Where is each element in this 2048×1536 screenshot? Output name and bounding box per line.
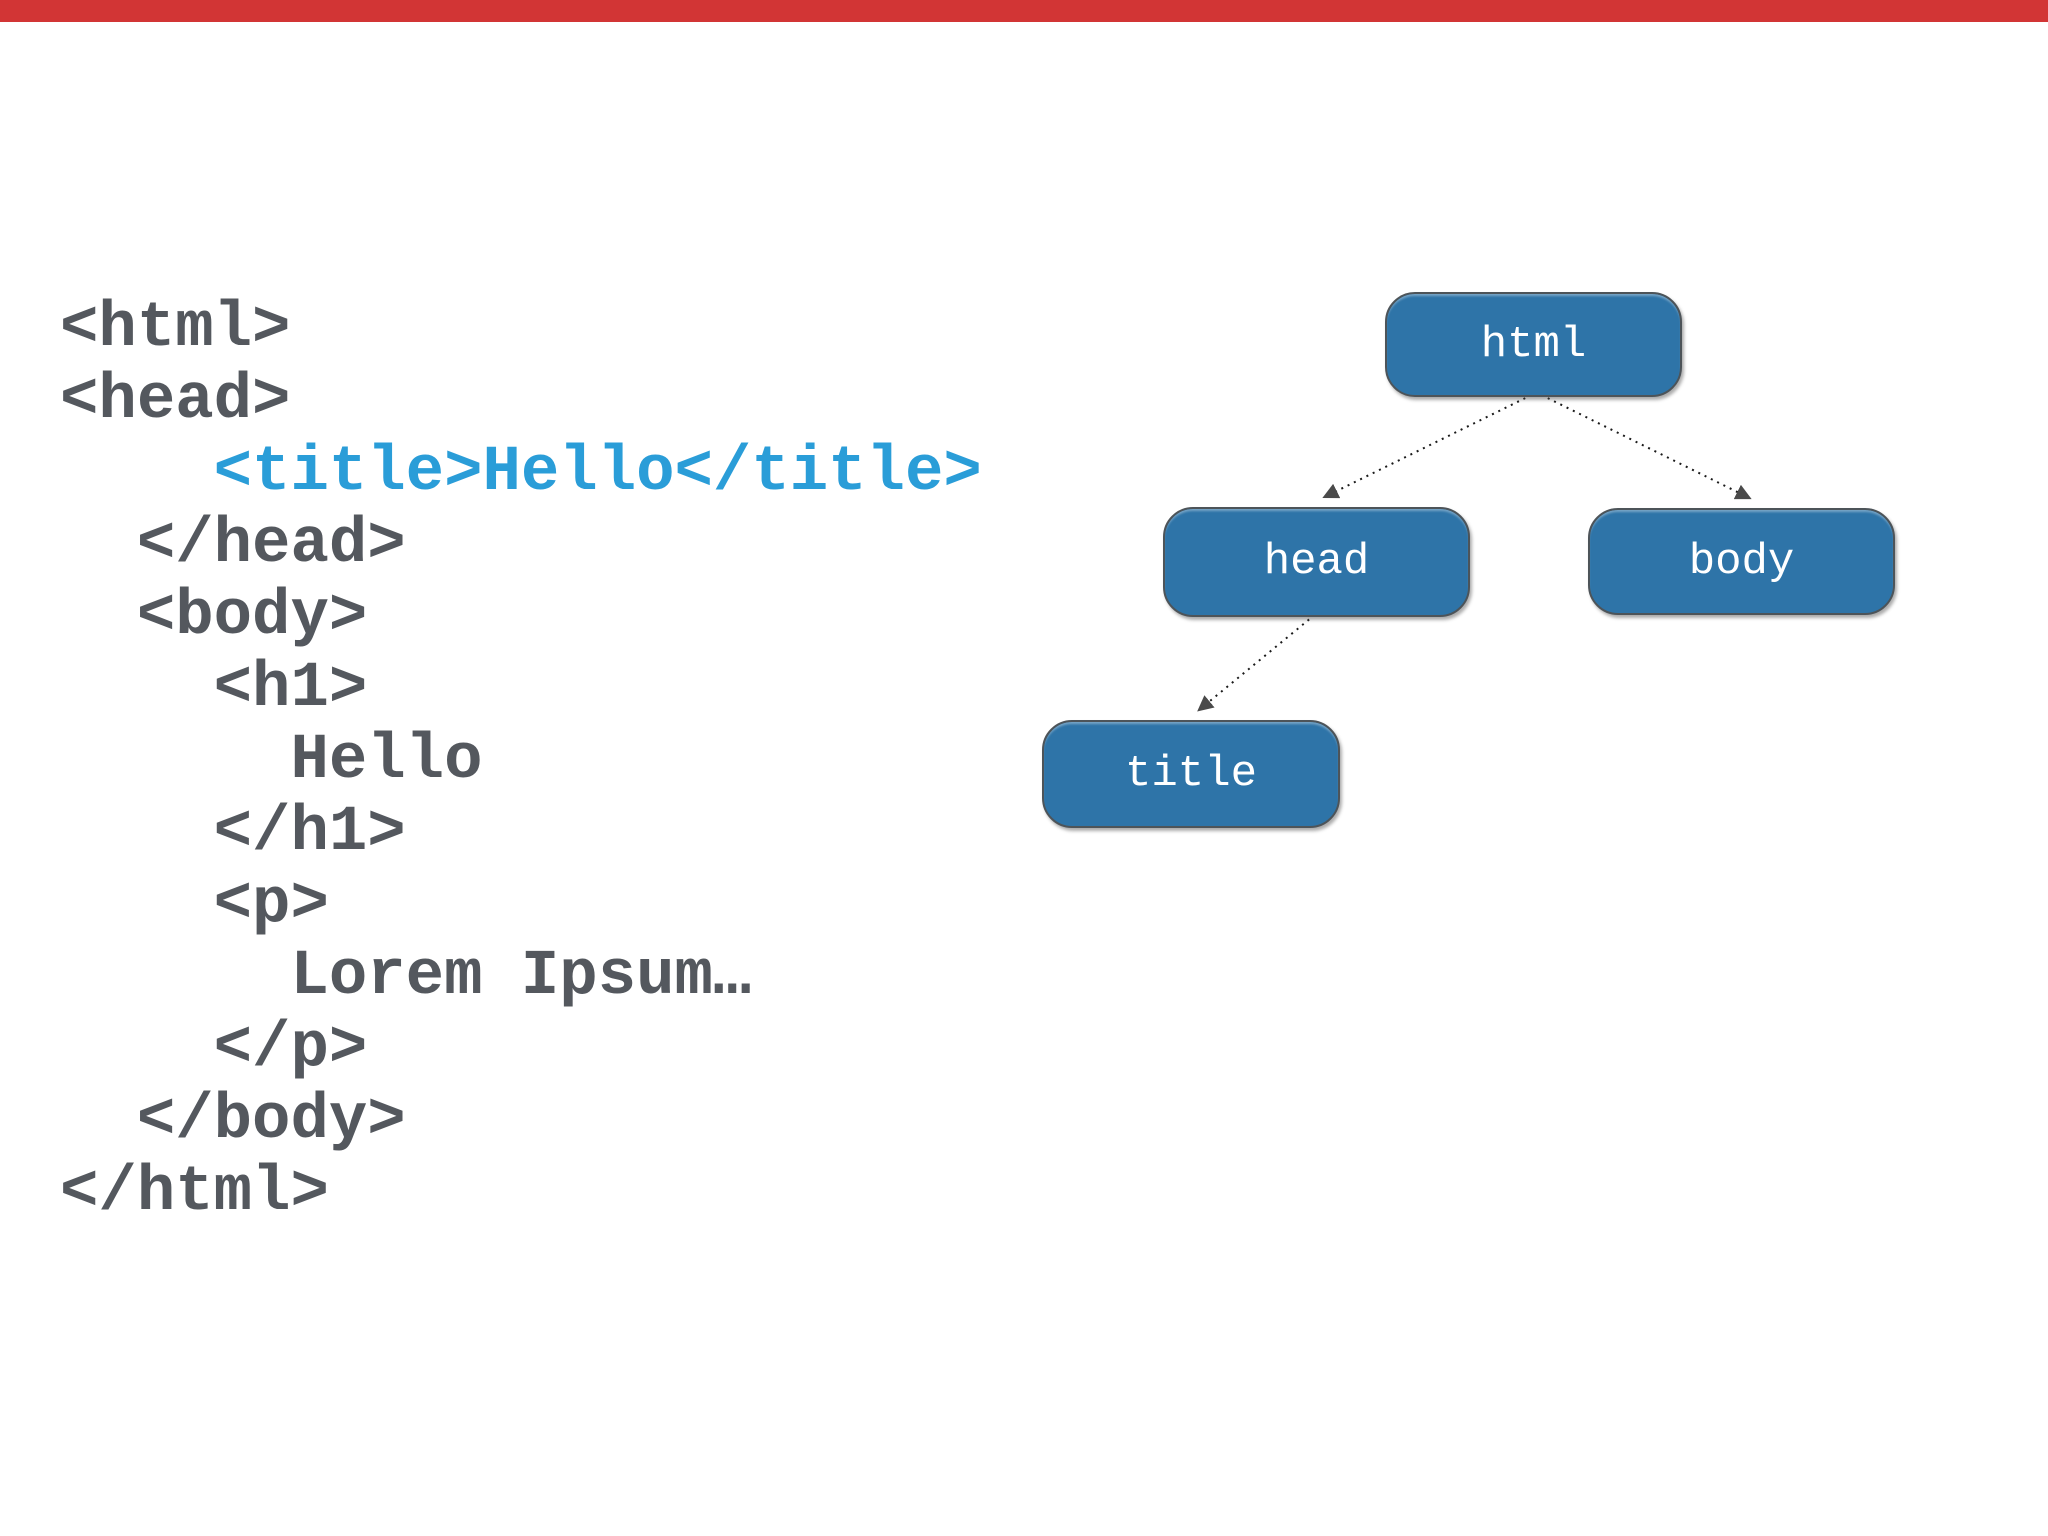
tree-node-head: head [1163,507,1470,617]
code-line-7: </h1> [60,797,406,869]
code-line-0: <html> [60,293,291,365]
code-line-11: </body> [60,1085,406,1157]
code-line-9: Lorem Ipsum… [60,941,752,1013]
tree-node-title: title [1042,720,1340,828]
tree-node-label: head [1263,537,1370,587]
tree-edge-html-head [1322,394,1532,499]
code-line-4: <body> [60,581,368,653]
code-line-8: <p> [60,869,329,941]
tree-node-label: title [1124,749,1258,799]
tree-node-label: body [1688,536,1795,587]
code-line-1: <head> [60,365,291,437]
code-line-5: <h1> [60,653,368,725]
tree-node-html: html [1385,292,1682,397]
code-line-2: <title>Hello</title> [60,437,982,509]
tree-node-label: html [1480,319,1587,370]
code-line-10: </p> [60,1013,368,1085]
tree-edge-html-body [1541,394,1752,500]
tree-node-body: body [1588,508,1895,615]
code-line-3: </head> [60,509,406,581]
code-line-12: </html> [60,1157,329,1229]
code-line-6: Hello [60,725,483,797]
top-accent-bar [0,0,2048,22]
tree-edge-head-title [1197,614,1316,712]
html-code-block: <html><head> <title>Hello</title> </head… [60,293,982,1229]
